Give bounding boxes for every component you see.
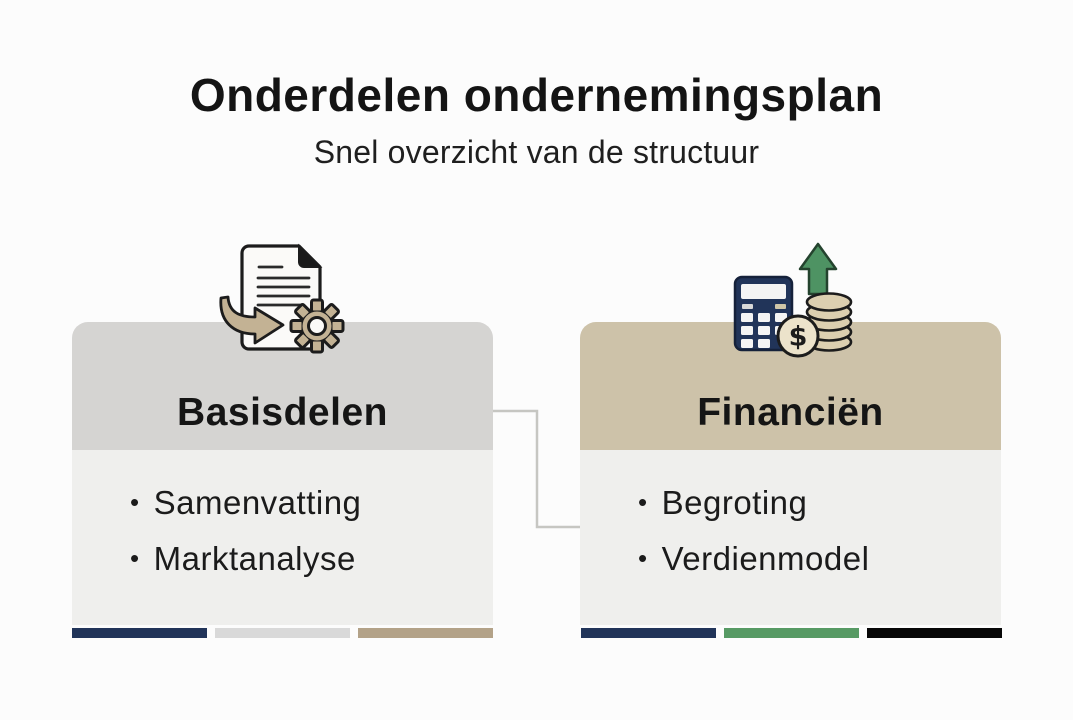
list-item: • Samenvatting bbox=[130, 484, 493, 540]
bullet-dot: • bbox=[130, 487, 140, 517]
card-body: • Samenvatting • Marktanalyse bbox=[72, 450, 493, 625]
page-title: Onderdelen ondernemingsplan bbox=[189, 69, 884, 121]
footer-bar bbox=[581, 628, 716, 638]
card-header: Financiën bbox=[580, 322, 1001, 450]
card-basisdelen: Basisdelen • Samenvatting • Marktanalyse bbox=[72, 322, 493, 625]
bullet-dot: • bbox=[638, 487, 648, 517]
footer-bar bbox=[867, 628, 1002, 638]
gear bbox=[289, 298, 345, 354]
card-title: Financiën bbox=[697, 391, 884, 434]
card-financien: Financiën • Begroting • Verdienmodel bbox=[580, 322, 1001, 625]
page-subtitle: Snel overzicht van de structuur bbox=[313, 134, 760, 170]
list-item: • Verdienmodel bbox=[638, 540, 1001, 596]
curved-arrow bbox=[219, 295, 285, 345]
list-item-label: Samenvatting bbox=[153, 484, 362, 521]
connector-line bbox=[491, 409, 582, 529]
card-title: Basisdelen bbox=[177, 391, 388, 434]
svg-text:$: $ bbox=[789, 322, 808, 353]
list-item-label: Marktanalyse bbox=[153, 540, 356, 577]
list-item-label: Begroting bbox=[661, 484, 808, 521]
bullet-dot: • bbox=[638, 543, 648, 573]
list-item: • Begroting bbox=[638, 484, 1001, 540]
card-body: • Begroting • Verdienmodel bbox=[580, 450, 1001, 625]
growth-arrow bbox=[798, 242, 838, 296]
footer-bar bbox=[215, 628, 350, 638]
list-item-label: Verdienmodel bbox=[661, 540, 870, 577]
dollar-coin: $ bbox=[776, 314, 820, 358]
document-gear-icon bbox=[219, 243, 345, 354]
footer-bar bbox=[358, 628, 493, 638]
calculator-coins-growth-icon: $ bbox=[733, 242, 853, 358]
footer-bar bbox=[72, 628, 207, 638]
bullet-dot: • bbox=[130, 543, 140, 573]
footer-bar bbox=[724, 628, 859, 638]
card-footer-bars bbox=[581, 628, 1002, 638]
card-footer-bars bbox=[72, 628, 493, 638]
list-item: • Marktanalyse bbox=[130, 540, 493, 596]
